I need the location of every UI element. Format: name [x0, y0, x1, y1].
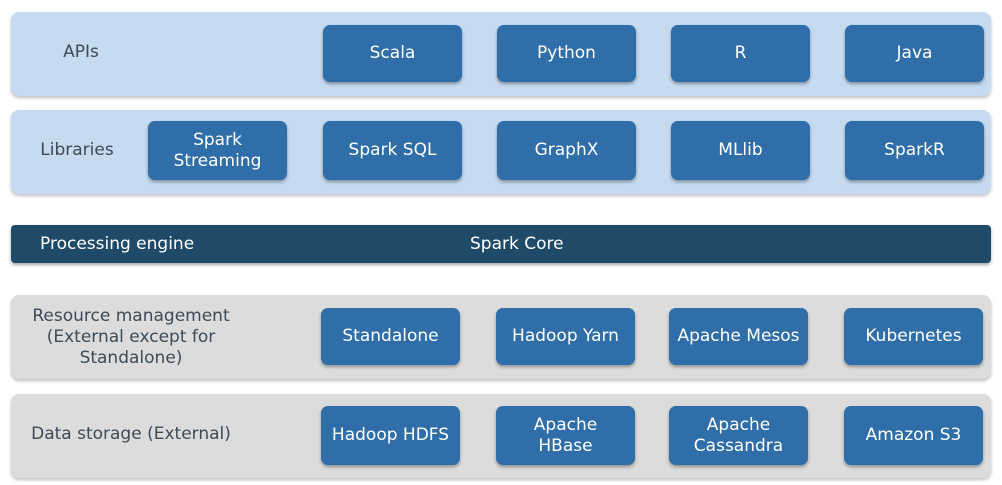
api-python: Python	[497, 25, 636, 82]
api-scala: Scala	[323, 25, 462, 82]
data-storage-label: Data storage (External)	[31, 423, 231, 444]
resource-management-label: Resource management (External except for…	[32, 305, 230, 368]
processing-engine-label: Processing engine	[40, 234, 195, 254]
spark-core: Spark Core	[470, 234, 564, 254]
api-r: R	[671, 25, 810, 82]
libraries-layer: Libraries Spark Streaming Spark SQL Grap…	[11, 110, 991, 194]
apis-layer-label: APIs	[63, 41, 99, 62]
library-sparkr: SparkR	[845, 121, 984, 180]
resource-apache-mesos: Apache Mesos	[669, 308, 808, 365]
resource-hadoop-yarn: Hadoop Yarn	[496, 308, 635, 365]
resource-management-layer: Resource management (External except for…	[11, 295, 991, 379]
data-storage-layer: Data storage (External) Hadoop HDFS Apac…	[11, 394, 991, 478]
library-spark-sql: Spark SQL	[323, 121, 462, 180]
library-mllib: MLlib	[671, 121, 810, 180]
library-spark-streaming: Spark Streaming	[148, 121, 287, 180]
api-java: Java	[845, 25, 984, 82]
library-graphx: GraphX	[497, 121, 636, 180]
resource-standalone: Standalone	[321, 308, 460, 365]
storage-apache-hbase: Apache HBase	[496, 406, 635, 465]
storage-apache-cassandra: Apache Cassandra	[669, 406, 808, 465]
storage-amazon-s3: Amazon S3	[844, 406, 983, 465]
storage-hadoop-hdfs: Hadoop HDFS	[321, 406, 460, 465]
libraries-layer-label: Libraries	[40, 139, 114, 160]
resource-kubernetes: Kubernetes	[844, 308, 983, 365]
processing-engine-layer: Processing engine Spark Core	[11, 225, 991, 263]
apis-layer: APIs Scala Python R Java	[11, 12, 991, 96]
